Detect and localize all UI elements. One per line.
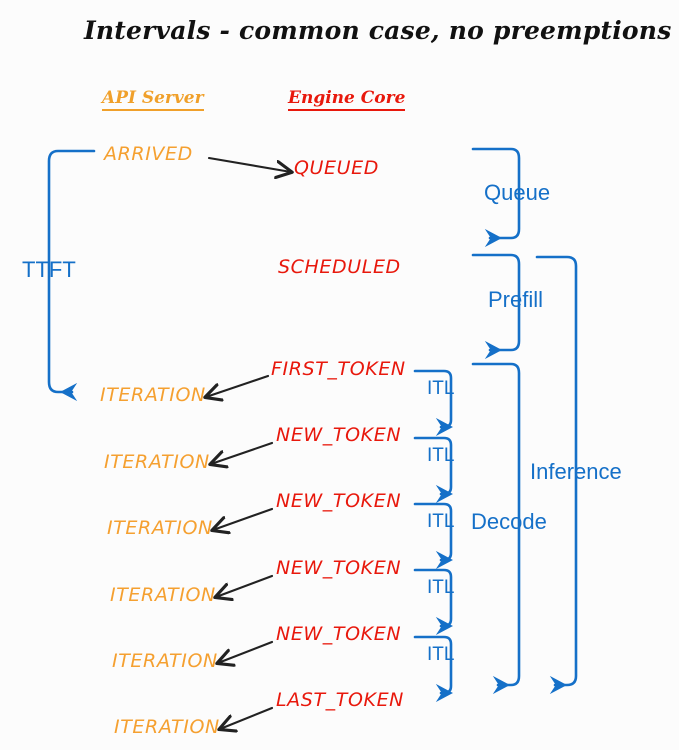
interval-label-itl-2: ITL	[427, 445, 455, 466]
ttft-bracket	[47, 149, 96, 402]
interval-label-itl-3: ITL	[427, 511, 455, 532]
inference-bracket	[535, 255, 578, 695]
interval-label-inference: Inference	[530, 459, 622, 484]
column-header-engine-core: Engine Core	[288, 90, 406, 111]
arrow-new-token-to-iteration-4	[218, 640, 274, 663]
itl-brackets	[413, 369, 453, 703]
api-event-iteration-4: ITERATION	[110, 584, 216, 606]
interval-label-queue: Queue	[484, 180, 551, 205]
arrow-arrived-to-queued	[207, 156, 291, 172]
diagram-title: Intervals - common case, no preemptions	[84, 16, 672, 45]
interval-label-itl-1: ITL	[427, 378, 455, 399]
itl-bracket-1	[413, 369, 453, 437]
arrow-new-token-to-iteration-1	[211, 441, 274, 464]
arrow-first-token-to-iteration	[206, 374, 270, 397]
engine-event-new-token-2: NEW_TOKEN	[276, 490, 402, 512]
column-header-api-server: API Server	[102, 90, 204, 111]
prefill-bracket	[471, 253, 521, 360]
engine-event-new-token-3: NEW_TOKEN	[276, 557, 402, 579]
engine-event-queued: QUEUED	[294, 157, 380, 179]
decode-bracket	[471, 362, 521, 695]
engine-event-first-token: FIRST_TOKEN	[271, 358, 406, 380]
queue-bracket	[471, 147, 521, 248]
api-event-iteration-5: ITERATION	[112, 650, 218, 672]
api-event-arrived: ARRIVED	[104, 143, 193, 165]
api-event-iteration-3: ITERATION	[107, 517, 213, 539]
itl-bracket-2	[413, 436, 453, 504]
arrow-new-token-to-iteration-2	[213, 507, 274, 530]
itl-bracket-5	[413, 635, 453, 703]
engine-event-last-token: LAST_TOKEN	[276, 689, 404, 711]
interval-label-prefill: Prefill	[488, 287, 544, 312]
arrow-new-token-to-iteration-3	[216, 574, 274, 597]
api-event-iteration-6: ITERATION	[114, 716, 220, 738]
engine-event-new-token-1: NEW_TOKEN	[276, 424, 402, 446]
transition-arrows	[206, 156, 291, 729]
itl-bracket-4	[413, 568, 453, 636]
api-event-iteration-2: ITERATION	[104, 451, 210, 473]
interval-label-decode: Decode	[471, 509, 547, 534]
engine-event-scheduled: SCHEDULED	[278, 256, 401, 278]
arrow-last-token-to-iteration	[220, 706, 274, 729]
itl-bracket-3	[413, 502, 453, 570]
interval-label-ttft: TTFT	[22, 257, 76, 282]
engine-event-new-token-4: NEW_TOKEN	[276, 623, 402, 645]
api-event-iteration-1: ITERATION	[100, 384, 206, 406]
interval-label-itl-4: ITL	[427, 577, 455, 598]
interval-label-itl-5: ITL	[427, 644, 455, 665]
